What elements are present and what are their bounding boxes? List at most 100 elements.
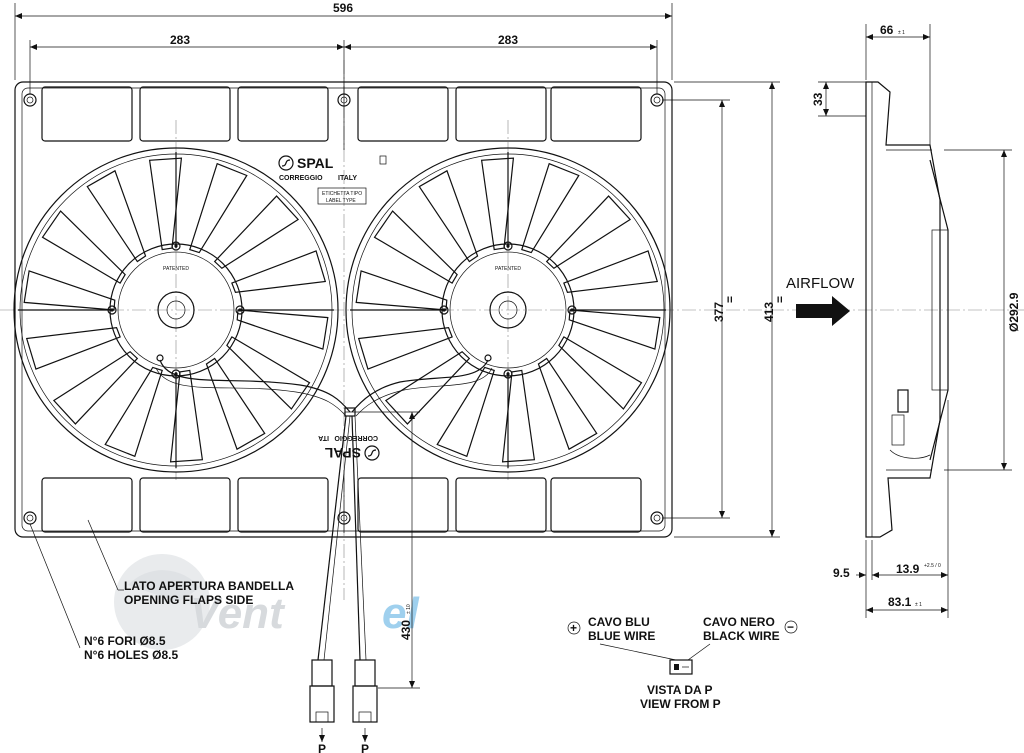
- svg-text:=: =: [723, 296, 737, 303]
- svg-text:+2.5 / 0: +2.5 / 0: [924, 563, 941, 569]
- brand-name-rotated: SPAL: [324, 445, 361, 461]
- side-view: [865, 81, 949, 538]
- airflow-indicator: AIRFLOW: [786, 275, 855, 326]
- fan-blade: [436, 366, 495, 458]
- fan-blade: [568, 309, 661, 350]
- fan-blade: [373, 210, 458, 284]
- fan-blade: [213, 195, 300, 270]
- flaps-label-it: LATO APERTURA BANDELLA: [124, 579, 294, 593]
- patented-mark: PATENTED: [163, 266, 189, 272]
- svg-text:Ø292.9: Ø292.9: [1007, 292, 1021, 332]
- dimension-height-413: 413 =: [674, 81, 787, 538]
- fan-blade: [86, 169, 147, 263]
- svg-text:377: 377: [712, 302, 726, 322]
- fan-blade: [41, 210, 126, 284]
- brand-country-rotated: ITA: [318, 434, 329, 441]
- fan-blade: [501, 369, 536, 463]
- connector-left: P: [309, 659, 335, 753]
- annotation-flaps: LATO APERTURA BANDELLA OPENING FLAPS SID…: [87, 519, 294, 607]
- connector-face-icon: [669, 659, 693, 675]
- holes-label-en: N°6 HOLES Ø8.5: [84, 648, 178, 662]
- svg-text:283: 283: [498, 33, 518, 47]
- fan-blade: [52, 350, 139, 425]
- wiring-harness: [155, 354, 493, 661]
- fan-blade: [563, 250, 659, 293]
- dimension-side-33: 33: [811, 81, 866, 117]
- fan-blade: [205, 357, 266, 451]
- view-from-p-it: VISTA DA P: [647, 683, 713, 697]
- fan-blade: [189, 162, 248, 254]
- flaps-label-en: OPENING FLAPS SIDE: [124, 593, 253, 607]
- fan-blade: [226, 336, 311, 410]
- svg-text:430: 430: [399, 620, 413, 640]
- mounting-hole: [650, 93, 664, 107]
- fan-blade: [418, 169, 479, 263]
- svg-text:+: +: [570, 621, 577, 635]
- dimension-diameter: Ø292.9: [944, 149, 1021, 471]
- blue-wire-label-en: BLUE WIRE: [588, 629, 655, 643]
- fan-blade: [231, 250, 327, 293]
- motor-hub: [441, 243, 575, 377]
- view-from-p-en: VIEW FROM P: [640, 697, 721, 711]
- watermark: Vent el: [114, 554, 419, 650]
- svg-text:± 1: ± 1: [915, 602, 922, 608]
- svg-text:−: −: [787, 620, 794, 634]
- svg-text:± 1: ± 1: [898, 30, 905, 36]
- fan-blade: [558, 336, 643, 410]
- fan-blade: [384, 350, 471, 425]
- mounting-hole: [337, 511, 351, 525]
- svg-text:± 10: ± 10: [406, 604, 412, 614]
- minus-terminal-icon: [784, 620, 798, 634]
- brand-country: ITALY: [338, 175, 357, 182]
- dimension-half-widths: 283 283: [29, 33, 658, 94]
- black-wire-label-en: BLACK WIRE: [703, 629, 780, 643]
- brand-name: SPAL: [297, 155, 334, 171]
- fan-blade: [355, 270, 448, 311]
- fan-blade: [545, 195, 632, 270]
- holes-label-it: N°6 FORI Ø8.5: [84, 634, 166, 648]
- fan-right: PATENTED: [345, 147, 671, 473]
- svg-text:283: 283: [170, 33, 190, 47]
- fan-blade: [480, 157, 515, 251]
- view-marker-p-left: P: [318, 742, 326, 753]
- dimension-overall-width: 596: [14, 1, 673, 80]
- fan-blade: [25, 327, 121, 370]
- fan-blade: [537, 357, 598, 451]
- fan-blade: [236, 309, 329, 350]
- connector-right: P: [352, 659, 378, 753]
- airflow-arrow-icon: [796, 296, 850, 326]
- watermark-text: Vent: [190, 589, 286, 638]
- svg-text:13.9: 13.9: [896, 562, 920, 576]
- brand-city: CORREGGIO: [279, 175, 323, 182]
- dimension-depth-bottom: 9.5 13.9 +2.5 / 0 83.1 ± 1: [833, 400, 949, 618]
- fan-blade: [104, 366, 163, 458]
- patented-mark: PATENTED: [495, 266, 521, 272]
- label-type-it: ETICHETTA TIPO: [322, 191, 362, 197]
- svg-text:66: 66: [880, 23, 894, 37]
- fan-blade: [357, 327, 453, 370]
- brand-label-bottom: SPAL CORREGGIO ITA: [318, 434, 380, 461]
- mounting-hole: [23, 93, 37, 107]
- svg-text:9.5: 9.5: [833, 566, 850, 580]
- black-wire-label-it: CAVO NERO: [703, 615, 775, 629]
- airflow-label: AIRFLOW: [786, 275, 855, 292]
- label-type-en: LABEL TYPE: [326, 198, 356, 204]
- motor-hub: [109, 243, 243, 377]
- annotation-holes: N°6 FORI Ø8.5 N°6 HOLES Ø8.5: [29, 523, 178, 662]
- mounting-hole: [650, 511, 664, 525]
- svg-text:413: 413: [762, 302, 776, 322]
- view-marker-p-right: P: [361, 742, 369, 753]
- svg-text:=: =: [773, 296, 787, 303]
- fan-blade: [148, 157, 183, 251]
- mounting-hole: [23, 511, 37, 525]
- brand-label-top: SPAL CORREGGIO ITALY ETICHETTA TIPO LABE…: [278, 155, 387, 205]
- plus-terminal-icon: [567, 621, 581, 635]
- svg-text:83.1: 83.1: [888, 595, 912, 609]
- fan-blade: [23, 270, 116, 311]
- fan-blade: [169, 369, 204, 463]
- fan-blade: [521, 162, 580, 254]
- dimension-depth-66: 66 ± 1: [865, 23, 931, 145]
- dimension-height-377: 377 =: [662, 99, 737, 519]
- svg-text:33: 33: [811, 92, 825, 106]
